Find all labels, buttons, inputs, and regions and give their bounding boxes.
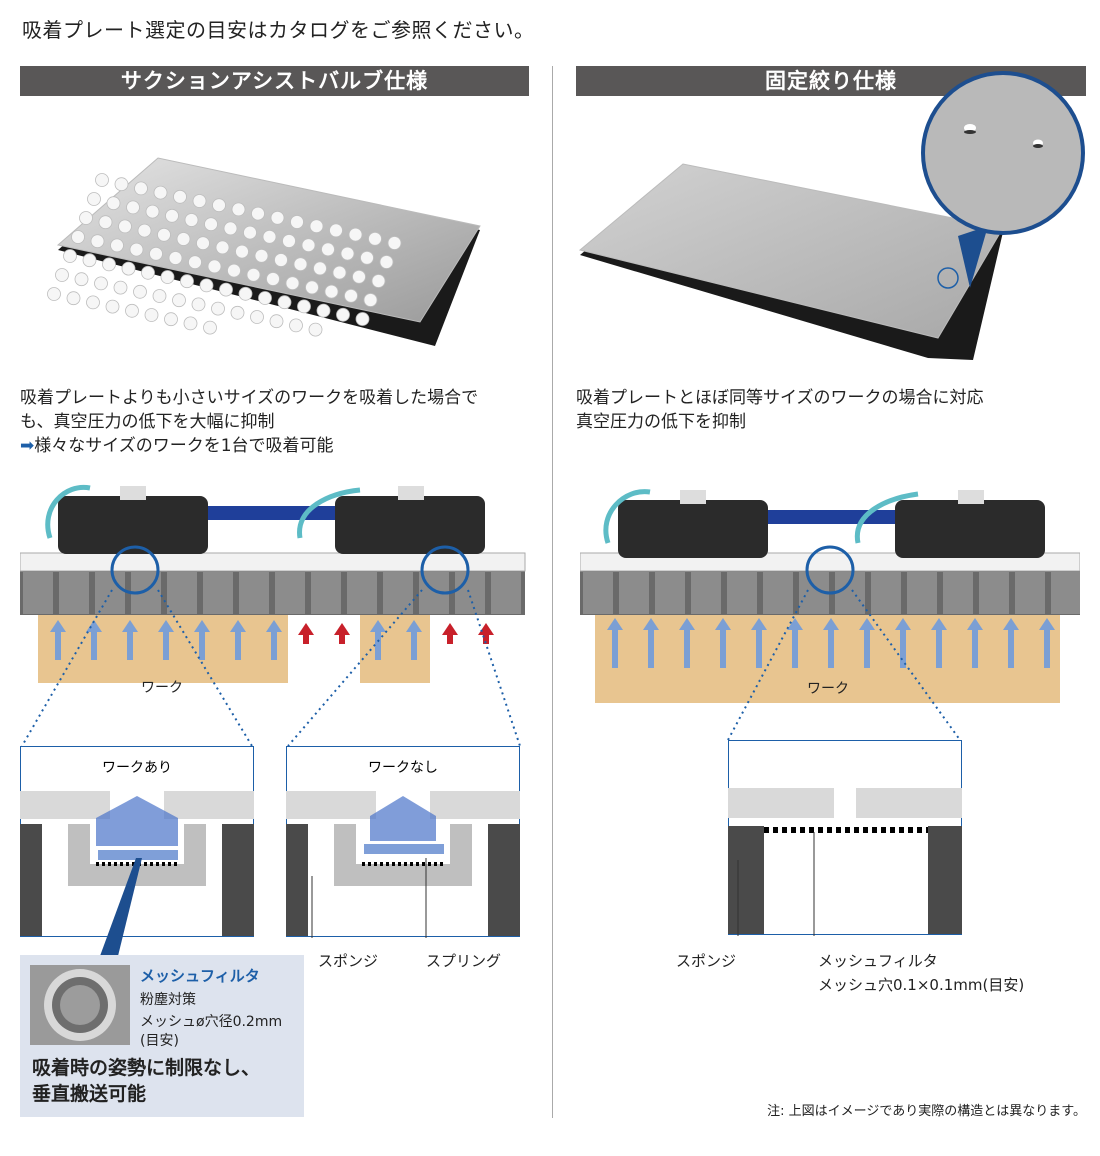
right-work-label: ワーク [807, 681, 849, 697]
sponge-label-left: スポンジ [318, 952, 379, 970]
up-arrow-blue-head [1039, 618, 1055, 630]
top-note: 吸着プレート選定の目安はカタログをご参照ください。 [22, 18, 535, 42]
left-header: サクションアシストバルブ仕様 [20, 66, 529, 96]
callout-line1: 粉塵対策 [140, 992, 196, 1008]
up-arrow-red-head [334, 623, 350, 635]
up-arrow-blue-head [823, 618, 839, 630]
up-arrow-blue-head [679, 618, 695, 630]
zoom-circle [921, 71, 1085, 288]
callout-line3: (目安) [140, 1033, 179, 1049]
up-arrow-blue-head [607, 618, 623, 630]
up-arrow-blue-head [406, 620, 422, 632]
detail-fixed-throttle [728, 740, 962, 936]
up-arrow-blue-head [266, 620, 282, 632]
up-arrow-blue-head [158, 620, 174, 632]
work-block-small [360, 613, 430, 683]
left-desc-line1: 吸着プレートよりも小さいサイズのワークを吸着した場合で [20, 388, 479, 408]
detail-with-work: ワークあり [20, 746, 254, 937]
column-divider [552, 66, 553, 1118]
callout-title: メッシュフィルタ [140, 967, 260, 985]
left-work-label: ワーク [141, 680, 183, 696]
right-desc-line1: 吸着プレートとほぼ同等サイズのワークの場合に対応 [576, 388, 984, 408]
box-title-with-work: ワークあり [102, 760, 172, 776]
up-arrow-blue-head [967, 618, 983, 630]
footnote: 注: 上図はイメージであり実際の構造とは異なります。 [767, 1104, 1086, 1119]
box-title-without-work: ワークなし [368, 760, 438, 776]
up-arrow-blue-head [859, 618, 875, 630]
mesh-filter-label: メッシュフィルタ [818, 952, 938, 970]
left-desc-line3: 様々なサイズのワークを1台で吸着可能 [34, 436, 334, 456]
left-description: 吸着プレートよりも小さいサイズのワークを吸着した場合で も、真空圧力の低下を大幅… [20, 386, 540, 458]
up-arrow-blue-head [643, 618, 659, 630]
right-cross-section: ワーク [580, 489, 1080, 741]
suction-assist-plate-image [47, 157, 481, 346]
callout-big-line2: 垂直搬送可能 [32, 1083, 147, 1105]
up-arrow-blue-head [1003, 618, 1019, 630]
callout-pointer [100, 858, 142, 956]
up-arrow-blue-head [751, 618, 767, 630]
callout-big-text: 吸着時の姿勢に制限なし、 垂直搬送可能 [32, 1055, 260, 1107]
up-arrow-red-head [298, 623, 314, 635]
up-arrow-blue-head [370, 620, 386, 632]
callout-line2: メッシュø穴径0.2mm [140, 1014, 283, 1030]
up-arrow-blue-head [715, 618, 731, 630]
up-arrow-blue-head [122, 620, 138, 632]
up-arrow-red-head [478, 623, 494, 635]
right-description: 吸着プレートとほぼ同等サイズのワークの場合に対応 真空圧力の低下を抑制 [576, 386, 1076, 434]
mesh-size-label: メッシュ穴0.1×0.1mm(目安) [818, 976, 1025, 994]
left-cross-section: ワーク [20, 484, 526, 747]
up-arrow-blue-head [787, 618, 803, 630]
up-arrow-red-head [442, 623, 458, 635]
mesh-filter-photo [30, 965, 130, 1045]
detail-without-work: ワークなし [286, 746, 520, 938]
callout-big-line1: 吸着時の姿勢に制限なし、 [32, 1057, 261, 1079]
left-desc-line2: も、真空圧力の低下を大幅に抑制 [20, 412, 275, 432]
up-arrow-blue-head [931, 618, 947, 630]
up-arrow-blue-head [50, 620, 66, 632]
up-arrow-blue-head [194, 620, 210, 632]
right-arrow-icon: ➡ [20, 436, 35, 456]
up-arrow-blue-head [895, 618, 911, 630]
up-arrow-blue-head [230, 620, 246, 632]
sponge-label-right: スポンジ [676, 952, 737, 970]
spring-label: スプリング [426, 952, 502, 970]
mesh-filter-callout: メッシュフィルタ 粉塵対策 メッシュø穴径0.2mm (目安) 吸着時の姿勢に制… [20, 955, 304, 1117]
up-arrow-blue-head [86, 620, 102, 632]
right-desc-line2: 真空圧力の低下を抑制 [576, 412, 746, 432]
